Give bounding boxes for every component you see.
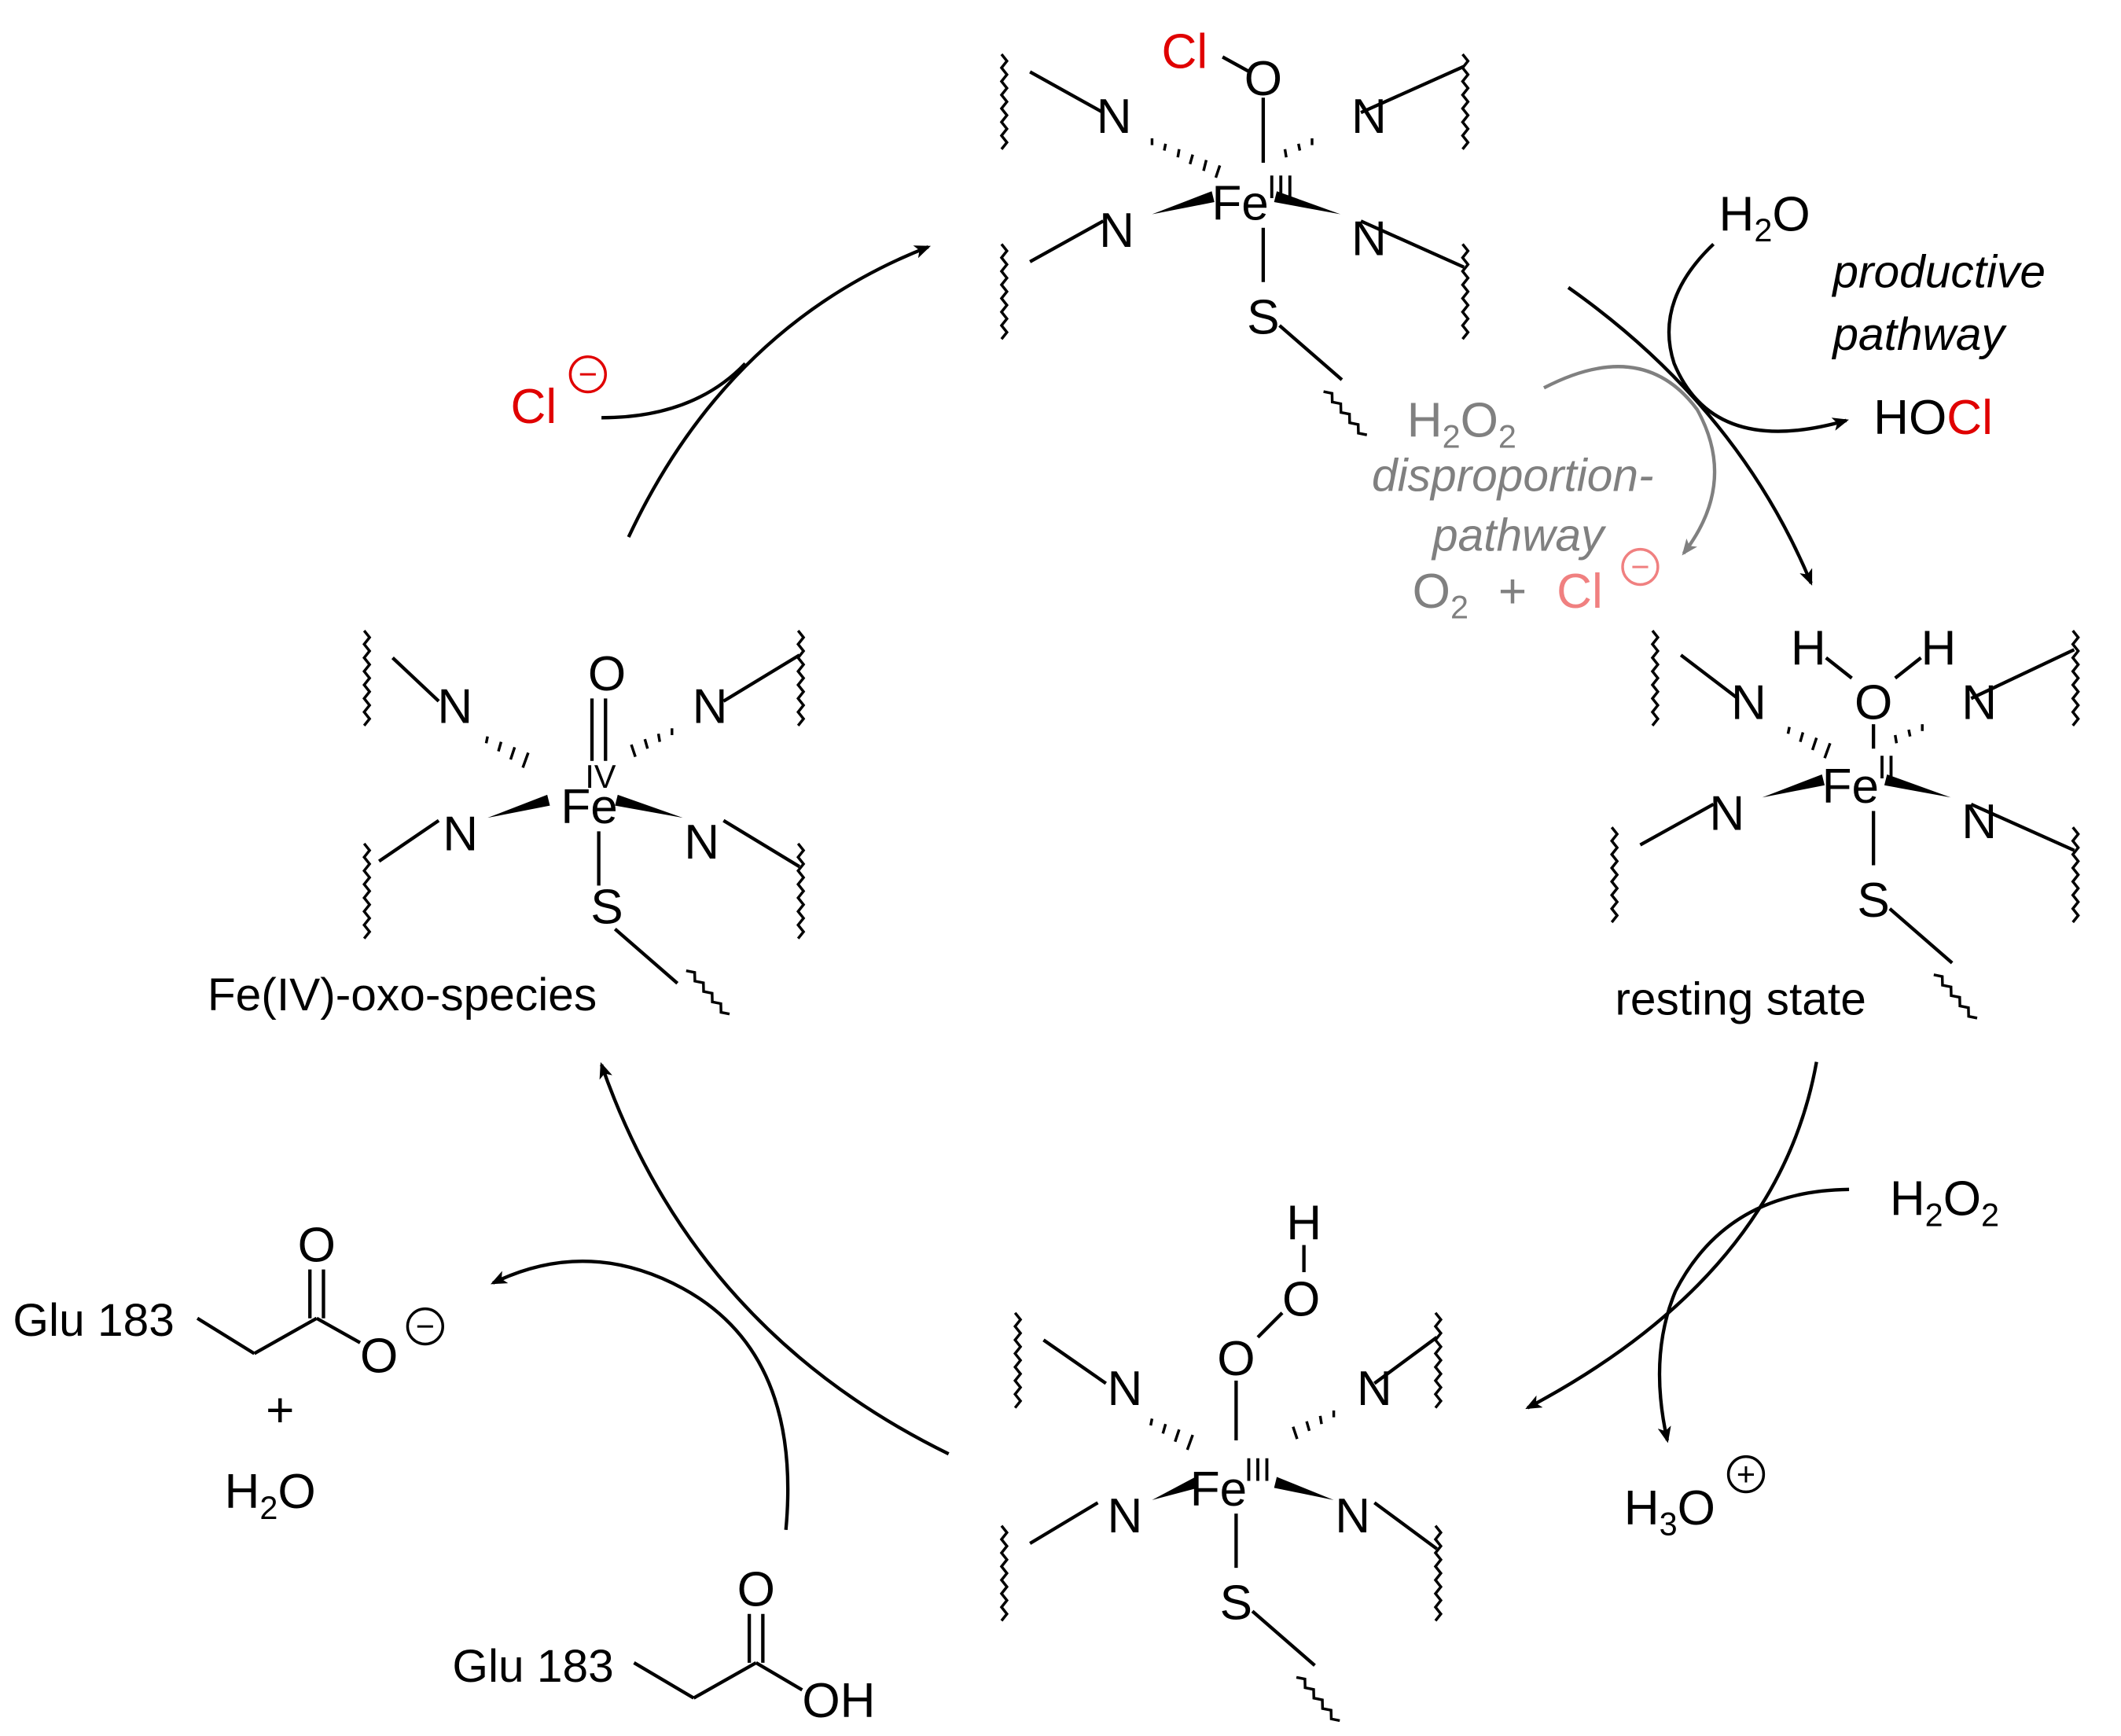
atom-cl: Cl bbox=[1162, 24, 1208, 79]
atom-n: N bbox=[693, 679, 728, 734]
carboxylate-charge: − bbox=[416, 1308, 435, 1344]
porphyrin-wavy-line bbox=[1461, 53, 1470, 150]
cysteine-wavy-line bbox=[686, 969, 730, 1016]
atom-o: O bbox=[1217, 1332, 1255, 1386]
label-disproportion-pathway: pathway bbox=[1431, 509, 1607, 561]
oxidation-state: III bbox=[1267, 169, 1295, 205]
disproportion-products: O2+Cl bbox=[1413, 565, 1603, 626]
cysteine-wavy-line bbox=[1323, 390, 1368, 436]
glu183-label: Glu 183 bbox=[13, 1295, 174, 1346]
atom-o: O bbox=[588, 647, 626, 701]
atom-o: O bbox=[1282, 1272, 1320, 1326]
porphyrin-wavy-line bbox=[796, 842, 806, 940]
chloride-symbol: Cl bbox=[511, 380, 557, 434]
plus-sign: + bbox=[266, 1384, 294, 1438]
atom-o: O bbox=[1244, 52, 1282, 106]
productive-pathway-arrow bbox=[1667, 242, 1849, 433]
label-disproportion: disproportion- bbox=[1372, 450, 1654, 501]
porphyrin-wavy-line bbox=[362, 630, 372, 726]
porphyrin-wavy-line bbox=[999, 243, 1009, 340]
metal-fe: Fe bbox=[1190, 1462, 1247, 1517]
atom-n: N bbox=[437, 679, 472, 734]
metal-fe: Fe bbox=[1211, 176, 1268, 230]
atom-s: S bbox=[590, 881, 623, 935]
carbonyl-o: O bbox=[298, 1218, 336, 1272]
atom-o: O bbox=[1854, 675, 1892, 730]
porphyrin-wavy-line bbox=[1461, 243, 1470, 340]
disproportion-pathway-arrow bbox=[1542, 365, 1717, 556]
porphyrin-wavy-line bbox=[796, 630, 806, 726]
porphyrin-wavy-line bbox=[1610, 826, 1619, 924]
hydronium-charge: + bbox=[1737, 1456, 1755, 1492]
complex-label-fe-iv-oxo: Fe(IV)-oxo-species bbox=[208, 969, 597, 1021]
atom-n: N bbox=[1108, 1362, 1143, 1416]
metal-fe: Fe bbox=[1822, 760, 1879, 814]
atom-s: S bbox=[1247, 290, 1279, 344]
cycle-arrow-top-to-resting bbox=[1567, 285, 1813, 586]
label-productive: productive bbox=[1831, 247, 2046, 298]
porphyrin-wavy-line bbox=[1013, 1311, 1023, 1409]
porphyrin-wavy-line bbox=[2071, 826, 2080, 924]
reagent-h2o2-in: H2O2 bbox=[1890, 1172, 1999, 1234]
atom-n: N bbox=[1961, 675, 1997, 730]
porphyrin-wavy-line bbox=[1433, 1525, 1443, 1622]
cycle-arrow-oxo-to-hypochlorite bbox=[627, 245, 932, 539]
atom-s: S bbox=[1220, 1576, 1252, 1631]
anion-o: O bbox=[360, 1330, 398, 1384]
porphyrin-wavy-line bbox=[362, 842, 372, 940]
h2o2-in-h3o-out-arrow bbox=[1657, 1187, 1850, 1444]
chloride-charge: − bbox=[579, 356, 597, 392]
atom-n: N bbox=[1709, 787, 1744, 841]
cycle-arrow-resting-to-hydroperoxo bbox=[1525, 1061, 1818, 1410]
atom-n: N bbox=[1099, 204, 1134, 258]
porphyrin-wavy-line bbox=[999, 1525, 1009, 1622]
porphyrin-wavy-line bbox=[1650, 630, 1660, 726]
oxidation-state: II bbox=[1877, 749, 1895, 785]
cycle-arrow-hydroperoxo-to-oxo bbox=[599, 1061, 950, 1456]
atom-h: H bbox=[1921, 621, 1957, 675]
atom-n: N bbox=[684, 815, 719, 870]
reagent-water-in: H2O bbox=[1718, 187, 1810, 248]
porphyrin-wavy-line bbox=[1433, 1311, 1443, 1409]
metal-fe: Fe bbox=[561, 780, 617, 834]
complex-label-resting-state: resting state bbox=[1615, 973, 1866, 1024]
reagent-chloride-in: Cl − bbox=[511, 355, 607, 434]
product-hocl: HOCl bbox=[1873, 391, 1993, 445]
atom-n: N bbox=[443, 807, 478, 862]
glu183-carboxylic-acid: Glu 183 O OH bbox=[452, 1562, 875, 1727]
complex-fe4-oxo: N N N N Fe IV O S Fe(IV)-oxo-species bbox=[208, 630, 806, 1021]
cysteine-wavy-line bbox=[1296, 1675, 1340, 1723]
oxidation-state: IV bbox=[585, 759, 616, 795]
complex-fe3-hydroperoxo: N N N N Fe III O O H S bbox=[999, 1197, 1443, 1723]
atom-n: N bbox=[1357, 1362, 1392, 1416]
label-pathway: pathway bbox=[1831, 309, 2007, 360]
cysteine-wavy-line bbox=[1933, 973, 1978, 1020]
atom-s: S bbox=[1857, 874, 1889, 928]
glu183-carboxylate: Glu 183 O O − bbox=[13, 1218, 444, 1384]
atom-n: N bbox=[1351, 90, 1387, 144]
atom-n: N bbox=[1351, 211, 1387, 266]
carbonyl-o: O bbox=[737, 1562, 775, 1616]
atom-n: N bbox=[1731, 675, 1766, 730]
porphyrin-wavy-line bbox=[2071, 630, 2080, 726]
complex-resting-state: N N N N Fe II O H H S resting state bbox=[1610, 621, 2080, 1024]
atom-n: N bbox=[1335, 1489, 1370, 1543]
atom-n: N bbox=[1097, 90, 1132, 144]
atom-h: H bbox=[1791, 621, 1826, 675]
product-h3o: H3O bbox=[1624, 1481, 1715, 1543]
complex-fe3-hypochlorite: N N N N Fe III O Cl S bbox=[999, 24, 1470, 436]
porphyrin-wavy-line bbox=[999, 53, 1009, 150]
atom-h: H bbox=[1286, 1197, 1321, 1251]
product-water-out: H2O bbox=[225, 1465, 316, 1526]
chloride-in-arrow bbox=[601, 362, 747, 420]
atom-n: N bbox=[1961, 795, 1997, 849]
hydroxyl-oh: OH bbox=[802, 1674, 875, 1728]
oxidation-state: III bbox=[1244, 1452, 1272, 1488]
atom-n: N bbox=[1108, 1489, 1143, 1543]
glu183-proton-transfer-arrow bbox=[490, 1259, 790, 1530]
disproportion-h2o2: H2O2 bbox=[1407, 393, 1516, 454]
disproportion-chloride-charge: − bbox=[1630, 549, 1649, 585]
glu183-label: Glu 183 bbox=[452, 1641, 613, 1692]
